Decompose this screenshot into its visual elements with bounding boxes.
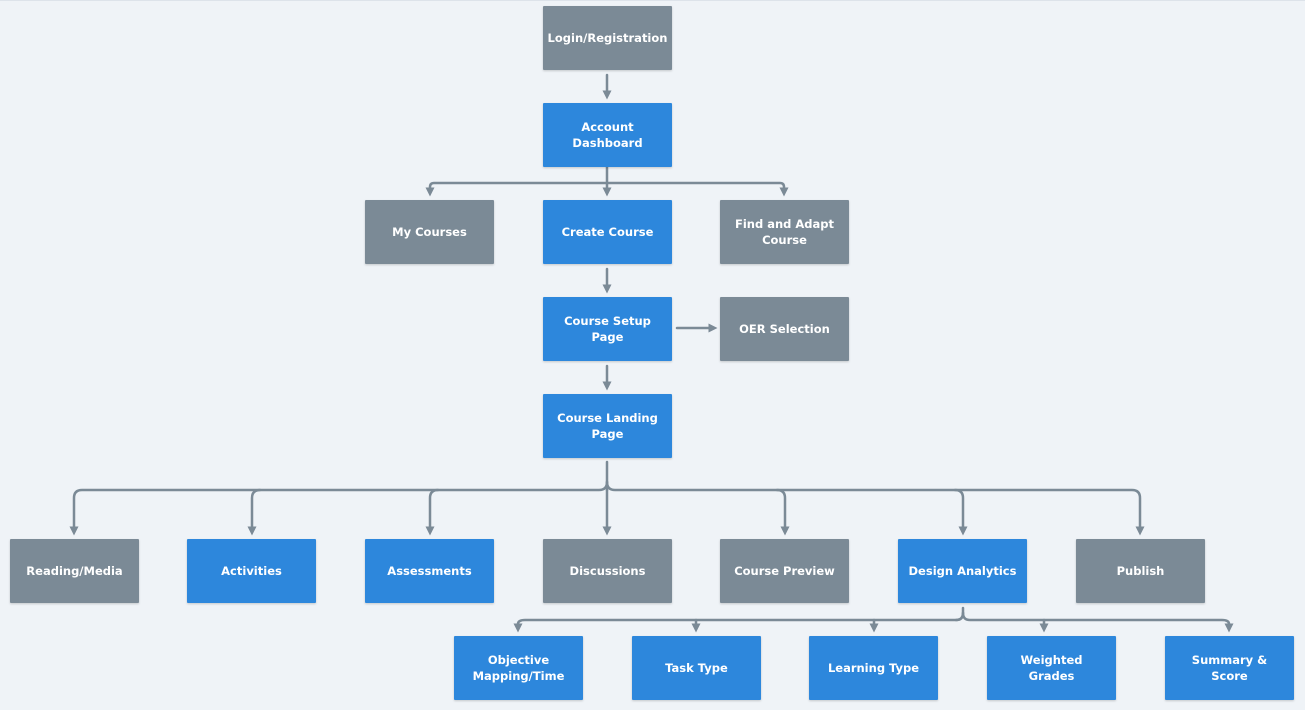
node-label: OER Selection [739,322,830,336]
edge-dashboard-find-adapt [605,181,789,197]
node-label: Summary & Score [1191,653,1268,683]
node-weighted-grades[interactable]: Weighted Grades [987,636,1116,700]
edge-landing-assessments [425,488,440,536]
node-label: Discussions [569,564,646,578]
node-course-preview[interactable]: Course Preview [720,539,849,603]
node-my-courses[interactable]: My Courses [365,200,494,264]
edge-landing-bus-left [69,480,609,536]
edge-landing-preview [775,488,790,536]
node-label: Find and Adapt Course [734,217,835,247]
node-label: My Courses [392,225,467,239]
node-label: Assessments [387,564,472,578]
node-task-type[interactable]: Task Type [632,636,761,700]
top-divider [0,0,1305,1]
node-label: Learning Type [827,661,920,675]
edge-dashboard-my-courses [425,181,609,197]
node-find-and-adapt-course[interactable]: Find and Adapt Course [720,200,849,264]
node-learning-type[interactable]: Learning Type [809,636,938,700]
node-summary-score[interactable]: Summary & Score [1165,636,1294,700]
node-label: Account Dashboard [572,120,643,150]
edge-landing-activities [247,488,262,536]
node-oer-selection[interactable]: OER Selection [720,297,849,361]
node-label: Task Type [665,661,728,675]
node-course-setup-page[interactable]: Course Setup Page [543,297,672,361]
node-account-dashboard[interactable]: Account Dashboard [543,103,672,167]
node-label: Reading/Media [26,564,123,578]
node-label: Create Course [561,225,654,239]
node-course-landing-page[interactable]: Course Landing Page [543,394,672,458]
node-assessments[interactable]: Assessments [365,539,494,603]
node-label: Publish [1116,564,1165,578]
node-label: Login/Registration [547,31,668,45]
edge-landing-bus-right [605,480,1145,536]
node-label: Objective Mapping/Time [472,653,565,683]
node-reading-media[interactable]: Reading/Media [10,539,139,603]
node-publish[interactable]: Publish [1076,539,1205,603]
edge-analytics-bus-left [513,611,965,633]
node-discussions[interactable]: Discussions [543,539,672,603]
node-label: Course Setup Page [564,314,651,344]
edge-landing-analytics [953,488,968,536]
node-activities[interactable]: Activities [187,539,316,603]
node-objective-mapping-time[interactable]: Objective Mapping/Time [454,636,583,700]
node-login-registration[interactable]: Login/Registration [543,6,672,70]
node-label: Weighted Grades [1020,653,1083,683]
node-design-analytics[interactable]: Design Analytics [898,539,1027,603]
node-label: Course Preview [734,564,835,578]
node-create-course[interactable]: Create Course [543,200,672,264]
node-label: Course Landing Page [557,411,658,441]
node-label: Activities [221,564,282,578]
node-label: Design Analytics [908,564,1017,578]
edge-analytics-bus-right [961,611,1234,633]
